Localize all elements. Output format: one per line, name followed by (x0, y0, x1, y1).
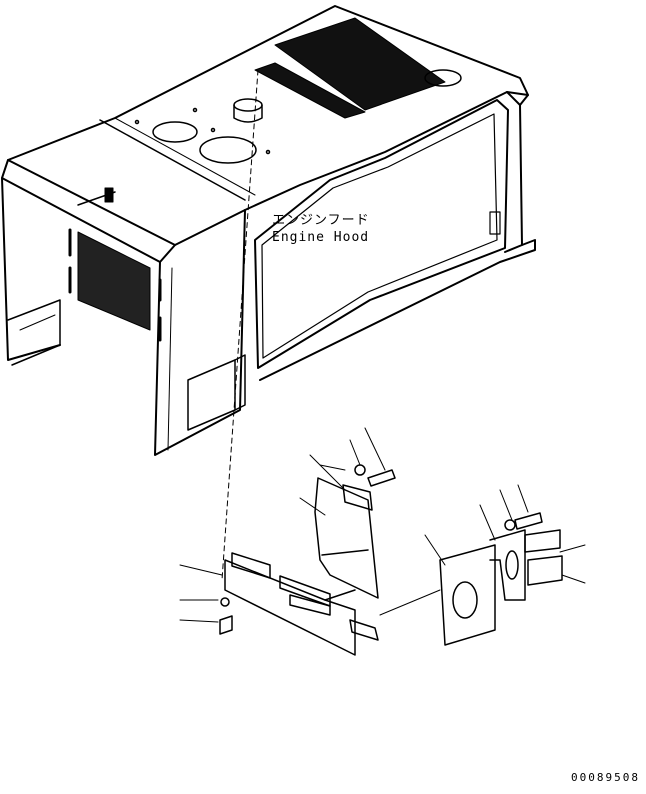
top-openings (134, 69, 462, 164)
front-grille (68, 187, 162, 342)
engine-hood-assembly (1, 5, 536, 456)
top-grille (254, 17, 446, 119)
plate-right (439, 529, 526, 646)
leader-lines (179, 427, 586, 623)
plate-center (314, 477, 379, 599)
connecting-lines (319, 464, 441, 616)
access-panel (187, 354, 246, 431)
hidden-line (221, 69, 259, 581)
part-name-english: Engine Hood (272, 230, 370, 245)
clamp-blocks (524, 529, 563, 586)
part-name-japanese: エンジンフード (272, 213, 370, 228)
shim-plates (289, 484, 373, 616)
fasteners (219, 464, 543, 641)
drawing-number: 00089508 (571, 771, 640, 784)
